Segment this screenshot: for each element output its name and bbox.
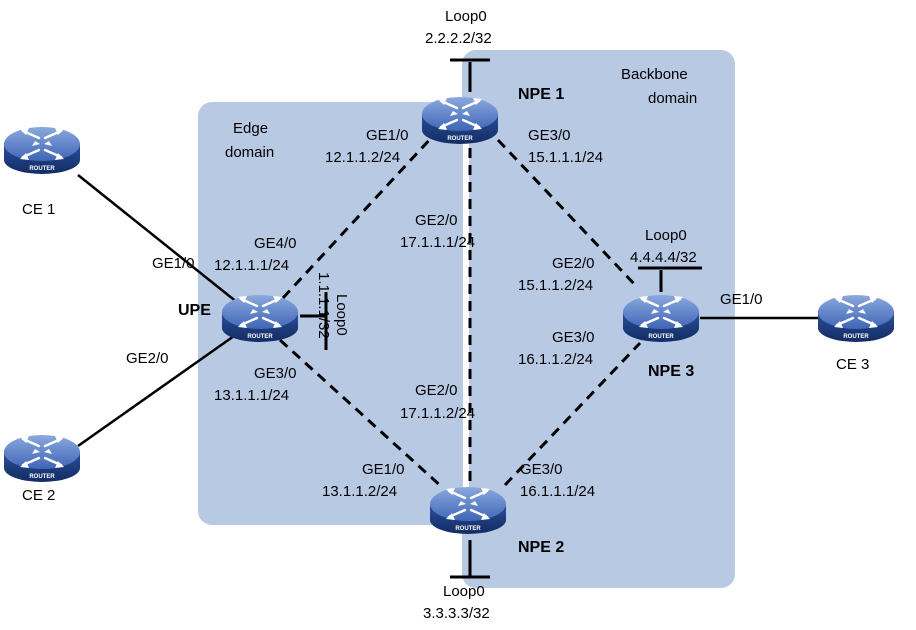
router-icon-ce3[interactable]: ROUTER (816, 293, 896, 344)
svg-text:ROUTER: ROUTER (247, 334, 273, 340)
backbone-domain-label-line1: Backbone (621, 66, 688, 83)
link-ce2-upe (77, 334, 235, 448)
device-name-ce2: CE 2 (22, 487, 55, 504)
backbone-domain-label-line2: domain (648, 90, 697, 107)
port-npe1-upe: GE1/0 (366, 127, 409, 144)
loop-bar-npe2 (450, 540, 490, 579)
svg-text:ROUTER: ROUTER (29, 166, 55, 172)
port-upe-npe2: GE3/0 (254, 365, 297, 382)
router-icon-upe[interactable]: ROUTER (220, 293, 300, 344)
loop-name-npe2: Loop0 (443, 583, 485, 600)
port-upe-npe1: GE4/0 (254, 235, 297, 252)
svg-text:ROUTER: ROUTER (843, 334, 869, 340)
svg-text:ROUTER: ROUTER (455, 526, 481, 532)
device-name-ce3: CE 3 (836, 356, 869, 373)
ip-npe1-npe2: 17.1.1.1/24 (400, 234, 475, 251)
loop-bar-npe1 (450, 58, 490, 92)
loop-ip-npe2: 3.3.3.3/32 (423, 605, 490, 622)
link-ce1-upe (77, 174, 239, 304)
loop-bar-npe3 (638, 266, 702, 292)
router-icon-npe1[interactable]: ROUTER (420, 95, 500, 146)
ip-npe3-npe2: 16.1.1.2/24 (518, 351, 593, 368)
device-name-upe: UPE (178, 302, 211, 319)
loop-ip-npe1: 2.2.2.2/32 (425, 30, 492, 47)
port-upe-ce1: GE1/0 (152, 255, 195, 272)
port-upe-ce2: GE2/0 (126, 350, 169, 367)
svg-text:ROUTER: ROUTER (648, 334, 674, 340)
ip-upe-npe2: 13.1.1.1/24 (214, 387, 289, 404)
ip-npe2-npe3: 16.1.1.1/24 (520, 483, 595, 500)
ip-upe-npe1: 12.1.1.1/24 (214, 257, 289, 274)
port-npe3-ce3: GE1/0 (720, 291, 763, 308)
loop-ip-upe: 1.1.1.1/32 (315, 272, 332, 339)
port-npe1-npe3: GE3/0 (528, 127, 571, 144)
ip-npe2-upe: 13.1.1.2/24 (322, 483, 397, 500)
router-icon-ce1[interactable]: ROUTER (2, 125, 82, 176)
ip-npe3-npe1: 15.1.1.2/24 (518, 277, 593, 294)
loop-name-npe3: Loop0 (645, 227, 687, 244)
port-npe3-npe1: GE2/0 (552, 255, 595, 272)
loop-ip-npe3: 4.4.4.4/32 (630, 249, 697, 266)
port-npe3-npe2: GE3/0 (552, 329, 595, 346)
link-upe-npe2 (278, 338, 445, 490)
loop-name-npe1: Loop0 (445, 8, 487, 25)
router-icon-npe2[interactable]: ROUTER (428, 485, 508, 536)
edge-domain-label-line2: domain (225, 144, 274, 161)
port-npe1-npe2: GE2/0 (415, 212, 458, 229)
device-name-npe3: NPE 3 (648, 363, 694, 380)
device-name-npe2: NPE 2 (518, 539, 564, 556)
device-name-npe1: NPE 1 (518, 86, 564, 103)
port-npe2-npe3: GE3/0 (520, 461, 563, 478)
backbone-domain-area (462, 50, 735, 588)
ip-npe1-upe: 12.1.1.2/24 (325, 149, 400, 166)
ip-npe1-npe3: 15.1.1.1/24 (528, 149, 603, 166)
loop-name-upe: Loop0 (333, 294, 350, 336)
svg-text:ROUTER: ROUTER (447, 136, 473, 142)
edge-domain-label-line1: Edge (233, 120, 268, 137)
link-upe-npe1 (281, 134, 435, 300)
router-icon-ce2[interactable]: ROUTER (2, 433, 82, 484)
device-name-ce1: CE 1 (22, 201, 55, 218)
port-npe2-npe1: GE2/0 (415, 382, 458, 399)
loop-bar-upe (300, 292, 328, 350)
ip-npe2-npe1: 17.1.1.2/24 (400, 405, 475, 422)
edge-domain-area (198, 102, 480, 525)
svg-text:ROUTER: ROUTER (29, 474, 55, 480)
port-npe2-upe: GE1/0 (362, 461, 405, 478)
router-icon-npe3[interactable]: ROUTER (621, 293, 701, 344)
